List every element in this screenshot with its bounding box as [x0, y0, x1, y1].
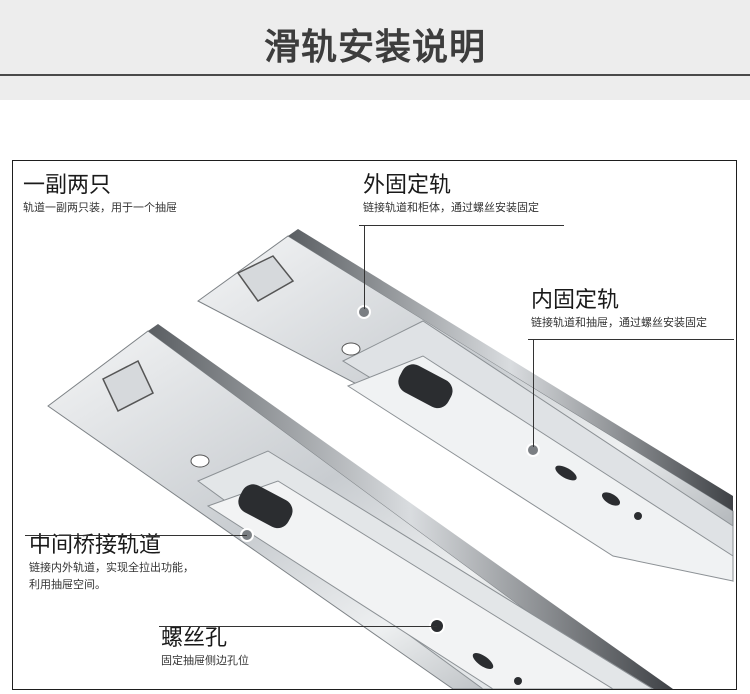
label-middle-desc-1: 链接内外轨道，实现全拉出功能，: [29, 561, 194, 574]
label-outer-title: 外固定轨: [363, 173, 452, 198]
rail-upper: [197, 229, 734, 582]
label-pair-desc: 轨道一副两只装，用于一个抽屉: [23, 201, 177, 214]
rail-lower: [47, 324, 673, 689]
header-underline: [0, 74, 750, 76]
leader-outer-h: [359, 225, 564, 226]
label-screw: 螺丝孔 固定抽屉侧边孔位: [161, 626, 249, 669]
label-screw-title: 螺丝孔: [161, 626, 228, 651]
leader-inner-h: [528, 339, 734, 340]
label-middle-title: 中间桥接轨道: [29, 533, 162, 558]
label-inner-desc: 链接轨道和抽屉，通过螺丝安装固定: [531, 316, 707, 329]
label-outer: 外固定轨 链接轨道和柜体，通过螺丝安装固定: [363, 173, 539, 216]
leader-screw-h: [159, 626, 437, 627]
label-middle: 中间桥接轨道 链接内外轨道，实现全拉出功能， 利用抽屉空间。: [29, 533, 194, 593]
leader-middle-h: [25, 535, 247, 536]
slide-rail-illustration: [47, 229, 734, 689]
label-outer-desc: 链接轨道和柜体，通过螺丝安装固定: [363, 201, 539, 214]
leader-outer-v: [364, 225, 365, 309]
leader-inner-v: [533, 339, 534, 447]
header-bar: 滑轨安装说明: [0, 0, 750, 100]
label-inner-title: 内固定轨: [531, 288, 620, 313]
illustration-frame: 一副两只 轨道一副两只装，用于一个抽屉 外固定轨 链接轨道和柜体，通过螺丝安装固…: [12, 160, 737, 690]
label-middle-desc-2: 利用抽屉空间。: [29, 578, 106, 591]
label-inner: 内固定轨 链接轨道和抽屉，通过螺丝安装固定: [531, 288, 707, 331]
label-screw-desc: 固定抽屉侧边孔位: [161, 654, 249, 667]
page-title: 滑轨安装说明: [263, 27, 486, 68]
label-pair-title: 一副两只: [23, 173, 112, 198]
label-pair: 一副两只 轨道一副两只装，用于一个抽屉: [23, 173, 177, 216]
